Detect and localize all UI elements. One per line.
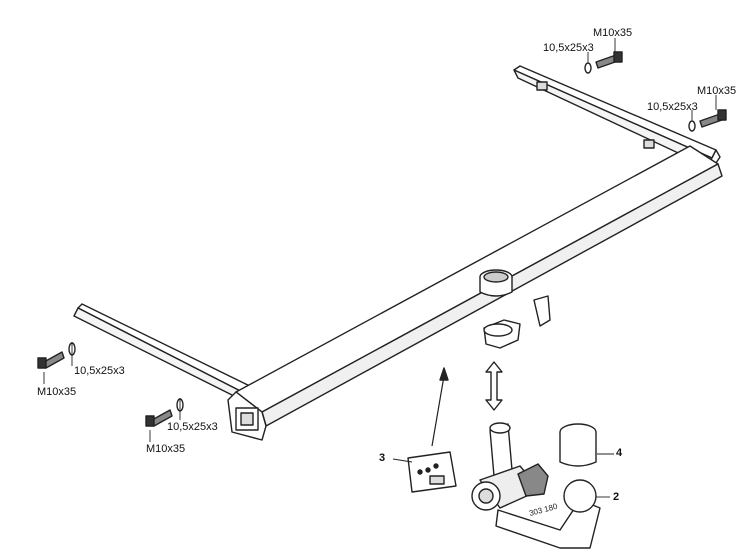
neck-stamp: 303 180 xyxy=(528,502,559,518)
bolt-top-2 xyxy=(688,109,727,132)
bolt-label-left-2: M10x35 xyxy=(146,443,186,455)
callout-4: 4 xyxy=(616,447,623,459)
bolt-label-left-1: M10x35 xyxy=(37,386,77,398)
ball-cap xyxy=(559,423,597,467)
callout-3: 3 xyxy=(379,452,386,464)
washer-label-top-2: 10,5x25x3 xyxy=(647,101,698,113)
ball-neck xyxy=(471,422,601,549)
washer-label-top-1: 10,5x25x3 xyxy=(543,42,594,54)
left-side-arm xyxy=(73,303,259,405)
electrical-bracket xyxy=(407,451,457,493)
bolt-left-1 xyxy=(37,342,76,369)
bolt-label-top-2: M10x35 xyxy=(697,85,737,97)
callout-2: 2 xyxy=(613,491,620,503)
mount-direction-arrow xyxy=(485,361,503,411)
washer-label-left-2: 10,5x25x3 xyxy=(167,421,218,433)
bolt-top-1 xyxy=(584,51,623,74)
bolt-label-top-1: M10x35 xyxy=(593,27,633,39)
main-crossbeam xyxy=(227,145,723,441)
washer-label-left-1: 10,5x25x3 xyxy=(74,365,125,377)
right-side-arm xyxy=(513,65,721,167)
